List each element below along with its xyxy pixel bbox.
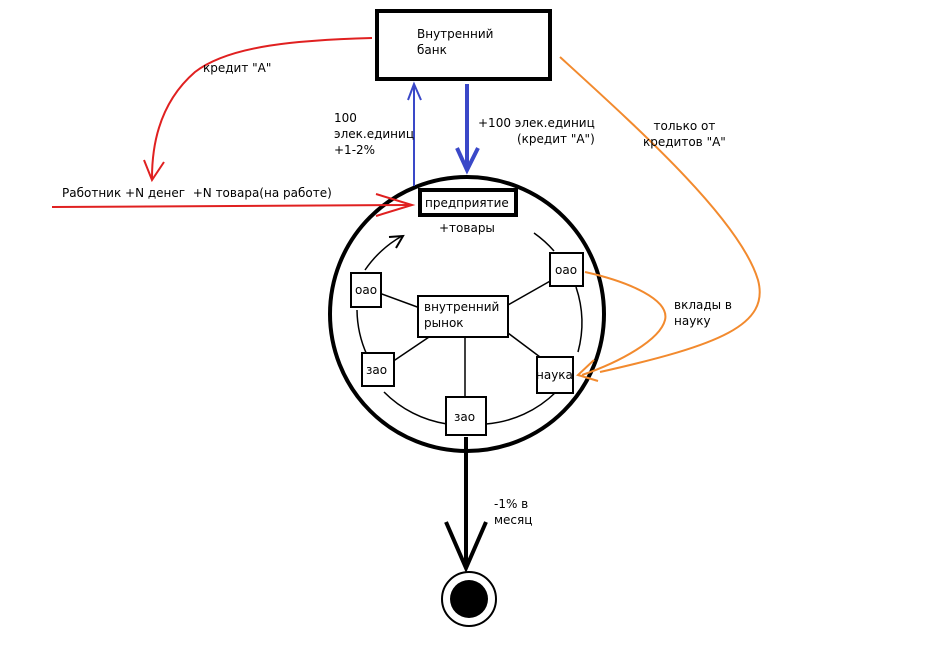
worker-label: Работник +N денег +N товара(на работе) [62,186,332,200]
inner-circle-right [575,286,583,353]
zao-left-label: зао [366,363,388,377]
cycle-arrow [364,235,403,271]
inner-circle-bottom-right [485,391,557,425]
red-credit-arrow [151,37,373,179]
blue-loan-arrow-head [455,147,480,175]
cycle-arrow-head [388,234,405,249]
oao-right-box [549,252,584,287]
spoke-oao-right [507,279,553,306]
credit-a-label: кредит "А" [203,61,272,75]
science-label: наука [536,368,573,382]
bank-box [375,9,552,81]
science-deposit-label: вклады в науку [674,298,733,328]
orange-deposit-arrow [581,271,667,376]
blue-return-arrow-head [407,81,422,101]
goods-label: +товары [439,221,495,235]
terminal-inner [450,580,488,618]
orange-credit-a-arrow [559,56,761,373]
inner-circle-bottom-left [383,391,448,425]
spoke-zao-left [391,334,433,363]
decay-label: -1% в месяц [494,497,533,527]
only-credit-a-label: только от кредитов "А" [643,119,726,149]
oao-left-label: оао [355,283,378,297]
zao-bottom-box [445,396,487,436]
inner-circle-top-right [533,232,555,252]
orange-arrow-head [576,359,599,382]
red-worker-arrow-head [375,193,416,217]
enterprise-box [418,188,518,217]
inner-circle-left [356,309,368,356]
science-box [536,356,574,394]
enterprise-label: предприятие [425,196,509,210]
market-box [417,295,509,338]
bank-label: Внутренний банк [417,27,494,57]
return-label: 100 элек.единиц +1-2% [334,111,414,157]
decay-arrow-head [444,521,488,574]
oao-left-box [350,272,382,308]
spoke-science [507,332,541,358]
oao-right-label: оао [555,263,578,277]
zao-left-box [361,352,395,387]
red-credit-arrow-head [143,159,165,183]
market-label: внутренний рынок [424,300,500,330]
red-worker-arrow [51,204,413,208]
zao-bottom-label: зао [454,410,476,424]
loan-label: +100 элек.единиц (кредит "А") [478,116,595,146]
spoke-oao-left [378,292,421,309]
